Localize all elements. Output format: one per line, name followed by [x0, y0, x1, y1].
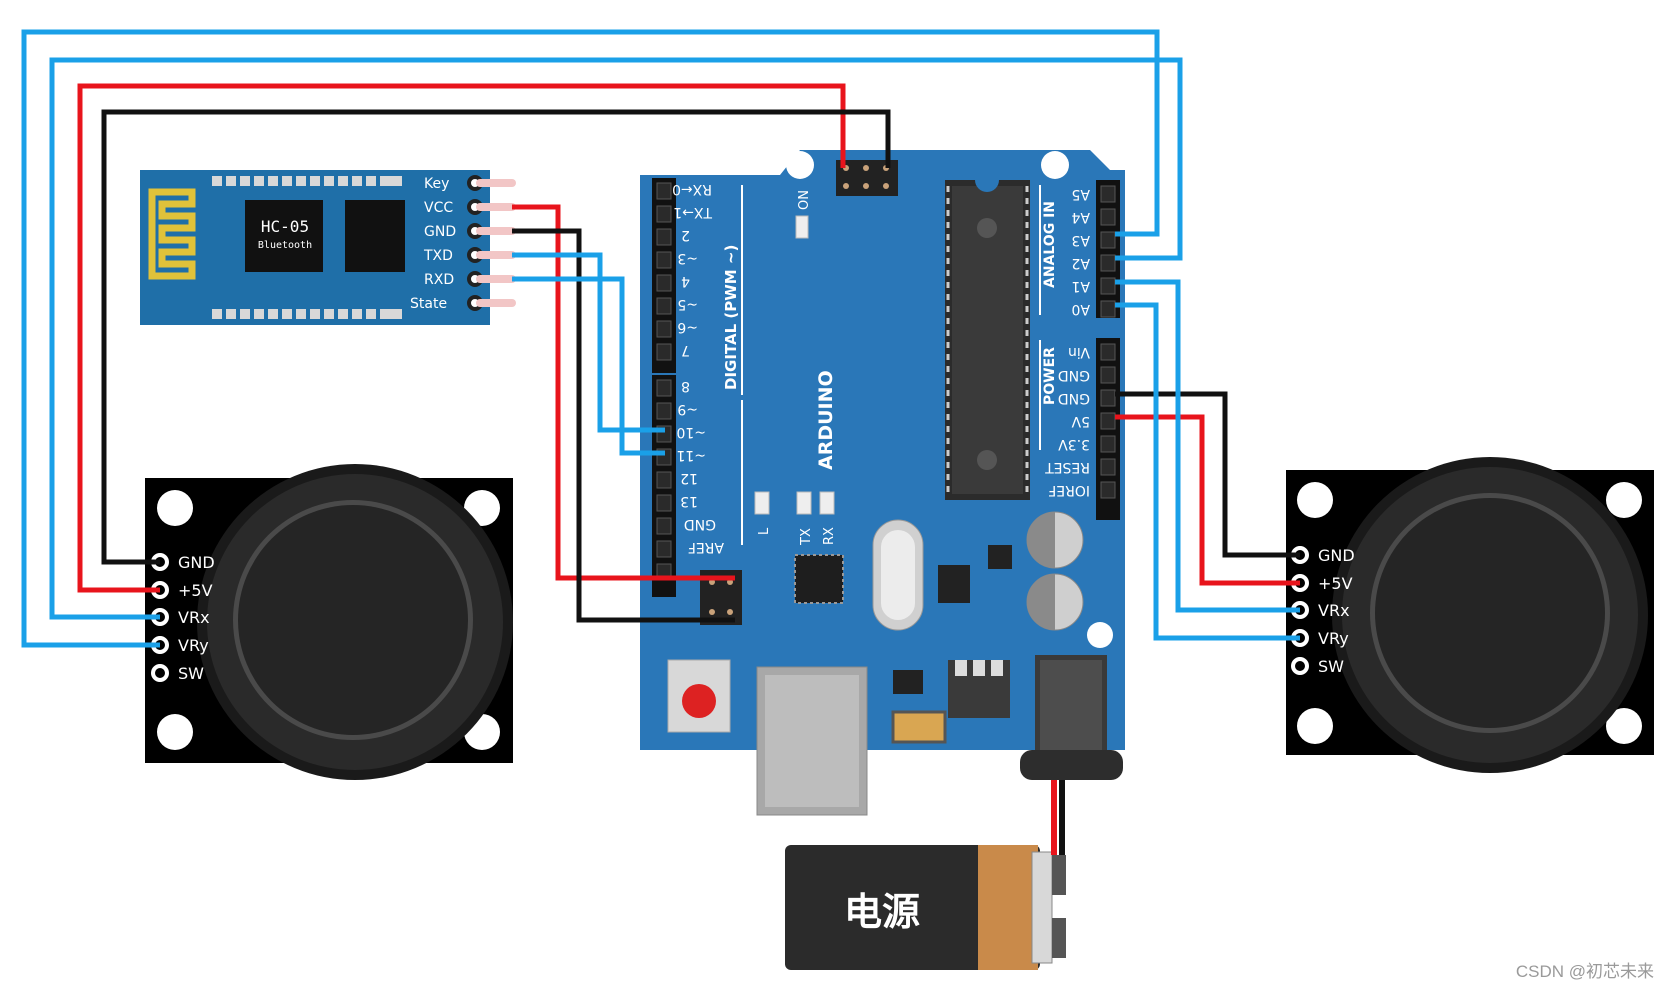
jl-pin-sw: SW — [178, 664, 204, 683]
digital-title: DIGITAL (PWM ~) — [722, 245, 740, 390]
battery-label: 电源 — [844, 890, 920, 934]
ppin-gnd2: GND — [1058, 390, 1090, 406]
hc05-pin-gnd: GND — [424, 224, 456, 240]
hc05-chip — [245, 200, 323, 272]
ppin-5v: 5V — [1071, 413, 1090, 429]
wire-right-vry-a0 — [1115, 302, 1300, 641]
hc05-pin-state: State — [410, 296, 447, 312]
jl-pin-vrx: VRx — [178, 608, 210, 627]
dpin-1: TX→1 — [673, 204, 713, 220]
arduino-board: RX←0 TX→1 2 ~3 4 ~5 ~6 7 8 ~9 ~10 ~11 12… — [640, 150, 1125, 816]
wire-left-vry-a3 — [21, 29, 1160, 648]
ppin-3v3: 3.3V — [1058, 436, 1090, 452]
dpin-6: ~6 — [677, 319, 698, 335]
apin-a2: A2 — [1072, 255, 1090, 271]
apin-a5: A5 — [1072, 186, 1090, 202]
antenna-trace — [148, 188, 196, 280]
jr-pin-sw: SW — [1318, 657, 1344, 676]
battery: 电源 — [785, 845, 1066, 970]
led-rx-label: RX — [822, 527, 837, 545]
hc05-sub: Bluetooth — [258, 240, 312, 251]
dpin-7: 7 — [681, 342, 690, 358]
jl-pin-5v: +5V — [178, 581, 213, 600]
dpin-12: 12 — [680, 470, 698, 486]
hc05-name: HC-05 — [261, 217, 309, 236]
hc05-chip-2 — [345, 200, 405, 272]
dpin-2: 2 — [681, 227, 690, 243]
power-title: POWER — [1042, 347, 1058, 405]
wire-right-5v — [1115, 414, 1300, 586]
led-on-label: ON — [797, 190, 812, 210]
battery-body — [785, 845, 1040, 970]
led-tx-label: TX — [799, 528, 814, 546]
regulator-small — [938, 565, 970, 603]
wire-bt-rxd — [512, 276, 665, 456]
wire-left-gnd — [101, 109, 891, 565]
dpin-4: 4 — [681, 273, 690, 289]
dpin-3: ~3 — [677, 250, 698, 266]
dpin-11: ~11 — [676, 447, 706, 463]
wire-bt-gnd — [512, 228, 735, 623]
jr-pin-5v: +5V — [1318, 574, 1353, 593]
jr-pin-vry: VRy — [1318, 629, 1349, 648]
wire-right-gnd — [1115, 391, 1300, 558]
wire-bt-txd — [512, 252, 665, 433]
dpin-5: ~5 — [677, 296, 698, 312]
joystick-left-knob — [238, 505, 468, 735]
ppin-gnd1: GND — [1058, 367, 1090, 383]
hc05-pin-txd: TXD — [423, 248, 453, 264]
arduino-brand: ARDUINO — [815, 370, 837, 470]
dpin-10: ~10 — [676, 424, 706, 440]
analog-title: ANALOG IN — [1042, 201, 1058, 288]
joystick-right-knob — [1375, 498, 1605, 728]
apin-a0: A0 — [1072, 301, 1090, 317]
watermark: CSDN @初芯未来 — [1515, 962, 1654, 981]
analog-header — [1096, 180, 1120, 318]
apin-a4: A4 — [1071, 209, 1090, 225]
apin-a1: A1 — [1072, 278, 1090, 294]
dpin-9: ~9 — [677, 401, 698, 417]
dpin-8: 8 — [681, 378, 690, 394]
jl-pin-vry: VRy — [178, 636, 209, 655]
led-l-label: L — [757, 527, 772, 535]
jr-pin-vrx: VRx — [1318, 601, 1350, 620]
dpin-0: RX←0 — [672, 181, 712, 197]
dpin-aref: AREF — [688, 539, 724, 555]
wires — [21, 29, 1300, 855]
ppin-vin: Vin — [1068, 344, 1090, 360]
hc05-pin-vcc: VCC — [424, 200, 453, 216]
ppin-reset: RESET — [1045, 459, 1090, 475]
wire-right-vrx-a1 — [1115, 279, 1300, 613]
wire-bt-vcc — [512, 204, 735, 581]
jl-pin-gnd: GND — [178, 553, 215, 572]
apin-a3: A3 — [1072, 232, 1090, 248]
jr-pin-gnd: GND — [1318, 546, 1355, 565]
joystick-left: GND +5V VRx VRy SW — [145, 464, 513, 780]
wire-left-vrx-a2 — [49, 57, 1183, 620]
hc05-pin-rxd: RXD — [424, 272, 454, 288]
hc05-pin-key: Key — [424, 176, 449, 192]
ppin-ioref: IOREF — [1048, 482, 1090, 498]
joystick-right: GND +5V VRx VRy SW — [1286, 457, 1654, 773]
dpin-gnd: GND — [684, 516, 716, 532]
usb-chip — [794, 554, 844, 604]
dpin-13: 13 — [680, 493, 698, 509]
hc05-module: HC-05 Bluetooth Key VCC GND TXD RXD Stat… — [140, 170, 516, 325]
